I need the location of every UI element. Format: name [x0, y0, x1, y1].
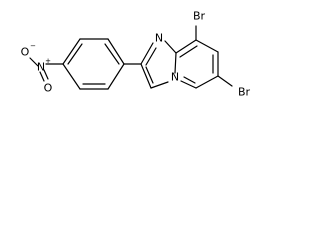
- atom-label-nitrogen-bridge: N: [171, 71, 179, 84]
- bond-phenyl-6: [62, 63, 81, 90]
- bond-phenyl-3-inner: [104, 43, 120, 65]
- bond-c8a-n4: [174, 52, 177, 74]
- bond-nitro-n-to-o-bottom-2: [43, 69, 49, 80]
- bond-phenyl-4: [107, 63, 125, 90]
- atom-label-oxygen-left: O: [21, 46, 30, 59]
- bonds: [29, 25, 233, 90]
- atom-label-oxygen-bottom: O: [44, 82, 53, 95]
- bond-c5-n4-inner: [183, 76, 196, 84]
- bond-c3-c2: [140, 63, 152, 89]
- bond-n4-c3: [150, 81, 169, 89]
- bond-nitro-n-to-o-left: [29, 57, 39, 67]
- bond-c5-n4: [180, 80, 197, 89]
- charge-nitrogen-plus: +: [45, 57, 51, 65]
- bond-c8a-c8: [175, 39, 197, 54]
- atom-label-bromine-top: Br: [193, 10, 206, 23]
- bond-phenyl-3: [107, 38, 125, 65]
- bond-c3-c2-inner: [145, 66, 154, 84]
- bond-c6-c5: [195, 75, 219, 89]
- bond-c8-c7: [195, 39, 219, 53]
- bond-n1-c8a: [164, 40, 177, 54]
- bond-phenyl-1: [62, 38, 81, 65]
- molecule-structure-diagram: Br Br N N N O O + −: [21, 10, 251, 99]
- atom-label-bromine-right: Br: [238, 86, 251, 99]
- bond-c2-n1-inner: [145, 47, 157, 66]
- charge-oxygen-minus: −: [30, 42, 36, 50]
- atom-label-nitrogen-nitro: N: [37, 61, 45, 74]
- bond-c6-br: [217, 75, 233, 87]
- bond-phenyl-1-inner: [67, 43, 83, 65]
- bond-nitro-n-to-o-bottom-1: [39, 71, 45, 82]
- atom-label-nitrogen-ring: N: [155, 32, 163, 45]
- atom-labels: Br Br N N N O O + −: [21, 10, 251, 99]
- bond-c2-n1: [140, 42, 154, 65]
- bond-c8a-c8-inner: [179, 45, 198, 58]
